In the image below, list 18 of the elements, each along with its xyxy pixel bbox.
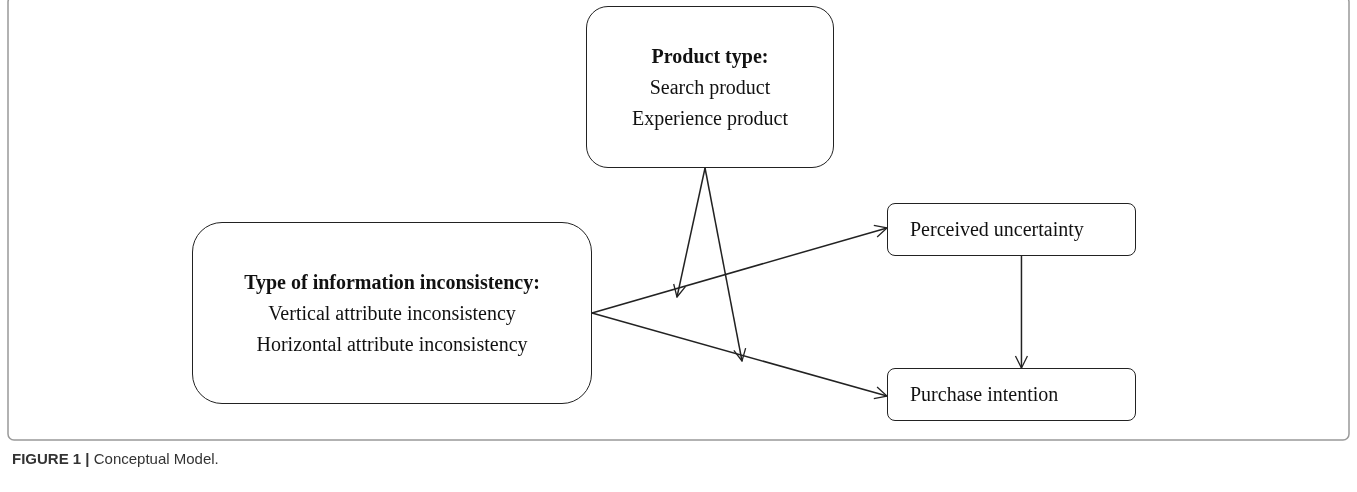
arrow bbox=[673, 167, 706, 298]
arrow bbox=[591, 224, 888, 314]
box-text: Experience product bbox=[631, 105, 788, 132]
arrow bbox=[591, 312, 888, 400]
box-heading: Type of information inconsistency: bbox=[244, 269, 540, 296]
variable-box bbox=[192, 222, 592, 404]
box-text: Perceived uncertainty bbox=[910, 217, 1084, 243]
arrow bbox=[1014, 255, 1029, 369]
arrow bbox=[704, 167, 747, 362]
box-text: Search product bbox=[649, 74, 771, 101]
variable-box bbox=[586, 6, 834, 168]
box-text: Horizontal attribute inconsistency bbox=[256, 331, 528, 358]
figure-caption: FIGURE 1 | Conceptual Model. bbox=[12, 450, 219, 467]
box-heading: Product type: bbox=[651, 43, 769, 70]
construct-box bbox=[887, 368, 1136, 421]
construct-box bbox=[887, 203, 1136, 256]
box-text: Purchase intention bbox=[910, 382, 1059, 407]
box-text: Vertical attribute inconsistency bbox=[268, 300, 516, 327]
